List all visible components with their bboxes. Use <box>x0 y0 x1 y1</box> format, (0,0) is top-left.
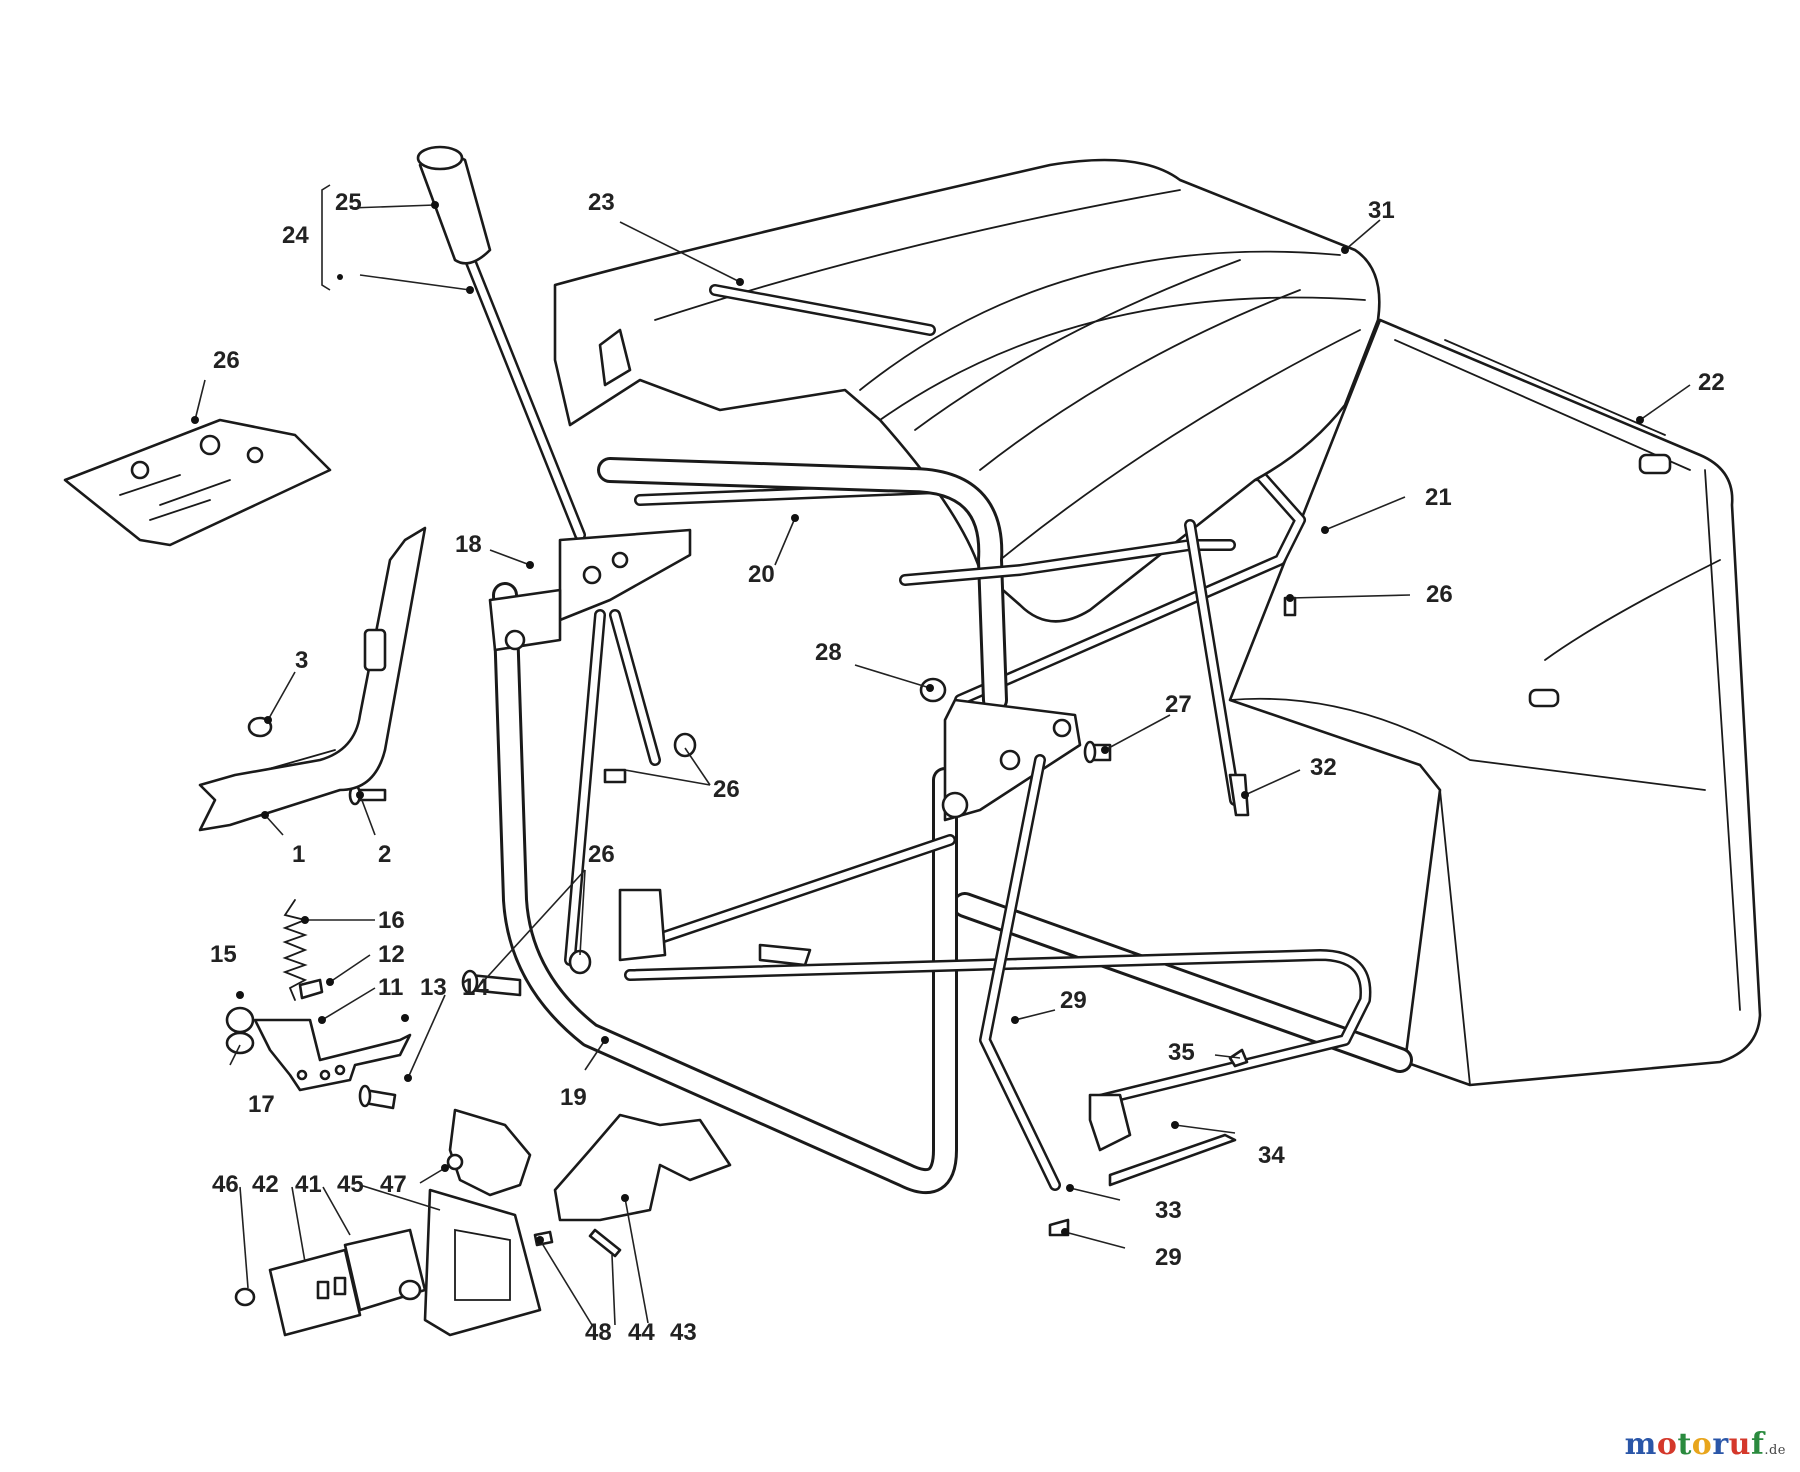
callout-3: 3 <box>295 647 308 674</box>
fasteners <box>247 596 1297 1237</box>
callout-dots <box>191 201 1644 1244</box>
callout-34: 34 <box>1258 1142 1285 1169</box>
callout-43: 43 <box>670 1319 697 1346</box>
callout-26-bag: 26 <box>213 347 240 374</box>
callout-26-right: 26 <box>1426 581 1453 608</box>
rear-lever-34 <box>1088 1048 1249 1187</box>
pivot-plate-27 <box>941 698 1082 822</box>
callout-41: 41 <box>295 1171 322 1198</box>
callout-1: 1 <box>292 841 305 868</box>
callout-24: 24 <box>282 222 309 249</box>
callout-16: 16 <box>378 907 405 934</box>
callout-26-lower: 26 <box>588 841 615 868</box>
callout-21: 21 <box>1425 484 1452 511</box>
callout-12: 12 <box>378 941 405 968</box>
callout-29-lower: 29 <box>1155 1244 1182 1271</box>
callout-22: 22 <box>1698 369 1725 396</box>
callout-20: 20 <box>748 561 775 588</box>
callout-42: 42 <box>252 1171 279 1198</box>
callout-31: 31 <box>1368 197 1395 224</box>
callout-2: 2 <box>378 841 391 868</box>
callout-13: 13 <box>420 974 447 1001</box>
watermark-letter: o <box>1691 1427 1713 1462</box>
callout-25: 25 <box>335 189 362 216</box>
callout-17: 17 <box>248 1091 275 1118</box>
watermark-letter: r <box>1712 1427 1729 1462</box>
callout-32: 32 <box>1310 754 1337 781</box>
callout-33: 33 <box>1155 1197 1182 1224</box>
callout-11: 11 <box>378 974 403 1001</box>
callout-35: 35 <box>1168 1039 1195 1066</box>
callout-29-upper: 29 <box>1060 987 1087 1014</box>
lever-handle-24 <box>416 145 586 541</box>
bag-lid-cover <box>553 158 1381 623</box>
watermark-letter: f <box>1750 1427 1765 1462</box>
callout-19: 19 <box>560 1084 587 1111</box>
front-frame-19 <box>492 457 1008 1195</box>
callout-15: 15 <box>210 941 237 968</box>
callout-48: 48 <box>585 1319 612 1346</box>
callout-27: 27 <box>1165 691 1192 718</box>
callout-18: 18 <box>455 531 482 558</box>
latch-assembly <box>234 1108 732 1337</box>
watermark-letter: m <box>1624 1427 1657 1462</box>
watermark-motoruf: motoruf.de <box>1625 1427 1786 1462</box>
callout-bracket-24 <box>321 184 331 291</box>
callout-14: 14 <box>462 974 489 1001</box>
grass-catcher-bag <box>1228 318 1762 1087</box>
callout-45: 45 <box>337 1171 364 1198</box>
watermark-letter: t <box>1677 1427 1692 1462</box>
hinge-bracket-18 <box>488 528 692 652</box>
watermark-letter: o <box>1656 1427 1678 1462</box>
callout-46: 46 <box>212 1171 239 1198</box>
callout-labels: 25 24 23 31 22 21 26 27 32 28 20 18 26 3… <box>210 189 1725 1346</box>
lid-support-rod-23 <box>709 284 936 336</box>
callout-23: 23 <box>588 189 615 216</box>
watermark-suffix: .de <box>1764 1443 1786 1458</box>
callout-44: 44 <box>628 1319 655 1346</box>
hardware-bag-26 <box>63 418 332 547</box>
link-rod-29 <box>564 519 1250 1191</box>
leader-lines <box>194 204 1691 1326</box>
watermark-letter: u <box>1728 1427 1751 1462</box>
callout-28: 28 <box>815 639 842 666</box>
bag-bottom-tube <box>952 892 1413 1073</box>
lever-bracket-11 <box>225 978 412 1110</box>
callout-26-mid: 26 <box>713 776 740 803</box>
callout-47: 47 <box>380 1171 407 1198</box>
bracket-plate-1 <box>198 526 427 832</box>
lower-tie-rods <box>618 539 1372 1106</box>
